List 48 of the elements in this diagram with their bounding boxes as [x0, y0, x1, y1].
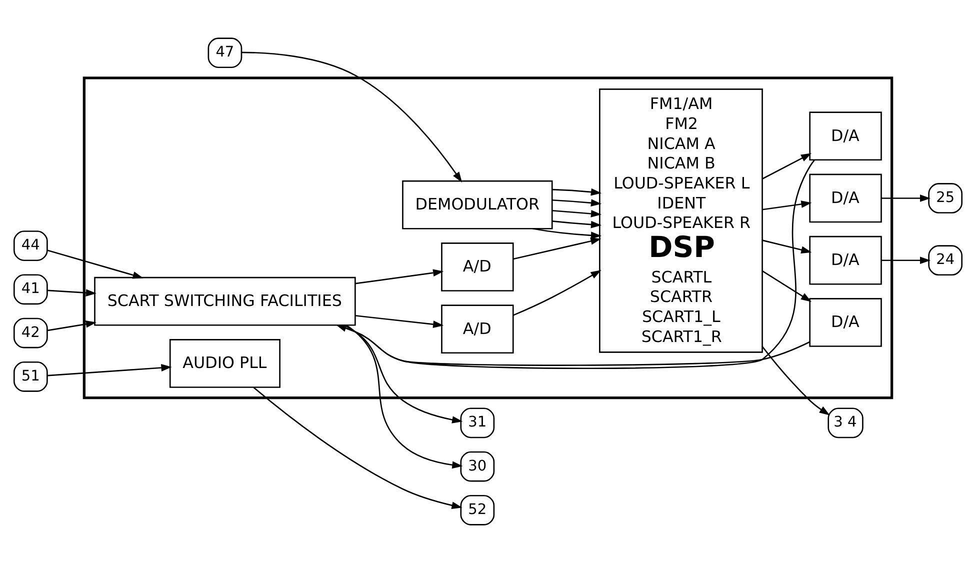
node-box: 25	[928, 182, 963, 213]
node-box: D/A	[809, 298, 882, 346]
arrow	[532, 228, 602, 239]
arrow	[48, 288, 96, 296]
node-box: 3 4	[828, 407, 864, 438]
arrow	[552, 210, 602, 217]
arrow	[762, 346, 830, 415]
arrow	[47, 249, 144, 278]
arrow	[881, 256, 931, 264]
node-box: SCART SWITCHING FACILITIES	[94, 276, 356, 326]
arrow	[552, 188, 602, 196]
arrow	[253, 386, 462, 509]
arrow	[881, 194, 931, 202]
node-box: 31	[460, 407, 495, 438]
node-box: 47	[208, 37, 242, 68]
arrow	[355, 268, 444, 284]
node-box: DEMODULATOR	[402, 180, 553, 229]
arrow	[762, 270, 812, 302]
arrow	[346, 324, 463, 468]
node-box: D/A	[809, 111, 882, 160]
arrow	[552, 198, 602, 206]
arrow	[336, 324, 810, 366]
node-box: 41	[13, 274, 48, 304]
node-box: 52	[460, 494, 495, 525]
arrow	[762, 152, 812, 179]
node-box: 24	[928, 244, 963, 276]
arrow	[762, 239, 812, 253]
arrow	[512, 270, 602, 316]
arrow	[48, 320, 96, 331]
arrow	[48, 364, 172, 376]
node-box: D/A	[809, 173, 882, 222]
node-box: 51	[13, 360, 48, 392]
node-box: AUDIO PLL	[169, 338, 280, 388]
arrow	[552, 220, 602, 228]
node-box: A/D	[441, 242, 514, 291]
node-box: 44	[13, 230, 48, 261]
arrow	[242, 51, 462, 182]
node-box: 42	[13, 317, 48, 348]
node-box: D/A	[809, 235, 882, 284]
cluster	[82, 76, 894, 399]
node-box: 30	[460, 450, 495, 482]
arrow	[762, 200, 812, 210]
node-box: A/D	[441, 304, 514, 354]
arrow	[344, 324, 463, 423]
arrow	[336, 159, 815, 368]
node-box: FM1/AM FM2 NICAM A NICAM B LOUD-SPEAKER L IDENT LOUD-SPEAKER R DSP SCARTL SCARTR SCART1_L SCART1_R	[599, 88, 763, 352]
arrow	[355, 314, 444, 328]
arrow	[513, 237, 602, 260]
